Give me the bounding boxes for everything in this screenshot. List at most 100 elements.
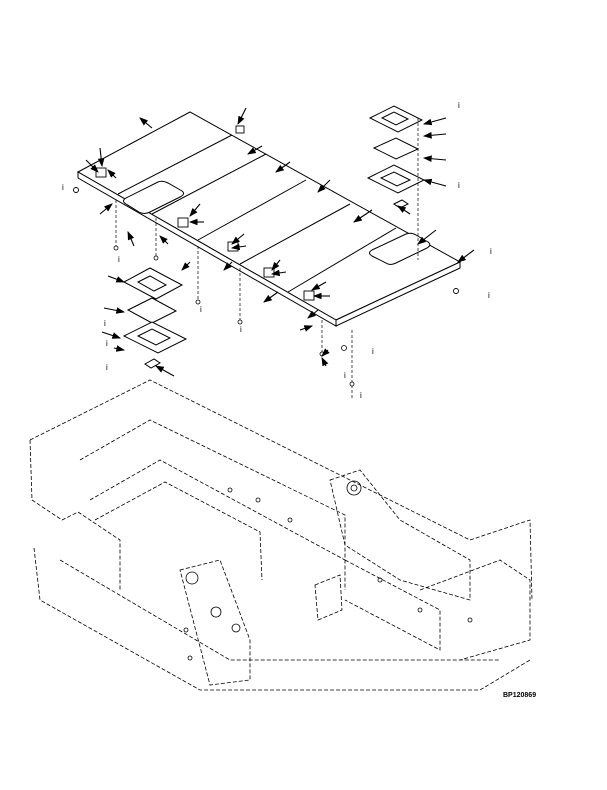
callout-arrow: [231, 233, 245, 245]
callout-arrow: [422, 117, 447, 126]
callout-arrow: [127, 230, 135, 247]
fastener-leader-lines: [115, 118, 419, 398]
frame-side-panel: [419, 559, 531, 661]
bolt-hole: [227, 487, 233, 493]
callout-tick: i: [62, 183, 64, 192]
frame-lower-rail: [33, 547, 531, 691]
washer: [341, 345, 347, 351]
pivot-hole: [210, 606, 222, 618]
callout-arrow: [85, 159, 99, 173]
callout-arrow: [457, 249, 475, 263]
support-block: [314, 574, 343, 621]
pivot-hole: [350, 484, 358, 492]
panel-opening-right: [369, 232, 431, 265]
callout-arrow: [99, 203, 113, 215]
callout-arrow: [422, 178, 447, 187]
callout-tick: i: [106, 363, 108, 372]
cross-member: [344, 559, 441, 651]
callout-arrows: [85, 107, 475, 377]
pivot-hole: [231, 623, 241, 633]
callout-tick: i: [372, 347, 374, 356]
callout-arrow: [237, 107, 247, 125]
machine-frame-phantom: [29, 379, 533, 691]
cover-plate-opening: [136, 328, 172, 346]
callout-arrow: [101, 331, 122, 339]
panel-seam: [117, 134, 233, 195]
gasket-plate: [372, 137, 420, 160]
frame-channel: [89, 459, 346, 561]
callout-arrow: [353, 209, 373, 223]
washer: [195, 299, 201, 305]
callout-arrow: [107, 169, 117, 179]
callout-arrow: [181, 261, 191, 271]
bolt-hole: [377, 577, 383, 583]
floor-plate-assembly: [76, 111, 462, 327]
callout-arrow: [422, 132, 447, 139]
cover-plate-opening: [380, 111, 410, 126]
callout-arrow: [230, 243, 247, 251]
callout-arrow: [422, 155, 447, 162]
latch-bracket: [95, 167, 107, 178]
callout-arrow: [107, 275, 126, 283]
bolt-hole: [417, 607, 423, 613]
callout-arrow: [299, 325, 314, 332]
callout-tick: i: [240, 325, 242, 334]
bolt-hole: [467, 617, 473, 623]
callout-tick: i: [344, 371, 346, 380]
latch-bracket: [177, 217, 189, 228]
callout-tick: i: [200, 305, 202, 314]
frame-channel-lower: [94, 481, 263, 581]
callout-arrow: [321, 357, 329, 367]
callout-arrow: [223, 261, 233, 271]
latch-bracket: [235, 125, 245, 134]
callout-arrow: [189, 203, 201, 217]
frame-inner-top: [79, 419, 346, 590]
callout-arrow: [317, 179, 331, 193]
callout-arrow: [159, 235, 169, 245]
callout-arrow: [417, 229, 437, 245]
washer: [153, 255, 159, 261]
panel-seam: [151, 153, 267, 215]
latch-part: [393, 199, 409, 209]
latch-part: [144, 358, 161, 369]
callout-arrow: [270, 269, 287, 277]
boom-bracket: [179, 559, 251, 686]
callout-arrow: [103, 307, 126, 314]
gasket-plate: [126, 297, 178, 324]
pivot-hole: [185, 571, 199, 585]
callout-tick: i: [118, 255, 120, 264]
callout-tick: i: [458, 181, 460, 190]
callout-arrow: [155, 365, 175, 377]
callout-arrow: [139, 117, 153, 129]
callout-arrow: [397, 205, 411, 215]
frame-outline-top: [29, 379, 533, 601]
cover-plate-stack-right: [366, 105, 426, 209]
frame-holes: [183, 480, 473, 661]
callout-tick: i: [458, 101, 460, 110]
boom-arm: [329, 469, 471, 601]
bolt-hole: [183, 627, 189, 633]
callout-arrow: [275, 161, 291, 173]
callout-tick: i: [488, 291, 490, 300]
panel-seam: [287, 227, 397, 293]
figure-reference-code: BP120869: [503, 692, 536, 699]
callout-arrow: [263, 291, 279, 303]
callout-arrow: [307, 309, 319, 319]
callout-tick: i: [104, 319, 106, 328]
cover-plate-stack-left: [122, 267, 188, 369]
frame-bottom-edge: [59, 559, 500, 661]
cover-plate-opening: [136, 275, 168, 292]
pivot-hole: [346, 480, 362, 496]
cover-plate-opening: [379, 171, 412, 187]
callout-arrow: [311, 281, 327, 291]
callout-tick: i: [490, 247, 492, 256]
bolt-hole: [287, 517, 293, 523]
panel-opening-left: [123, 180, 185, 214]
washer: [349, 381, 355, 387]
floor-plate-edge-right: [335, 261, 461, 327]
callout-arrow: [113, 345, 126, 352]
callout-tick: i: [360, 391, 362, 400]
frame-rail-left: [29, 439, 121, 590]
